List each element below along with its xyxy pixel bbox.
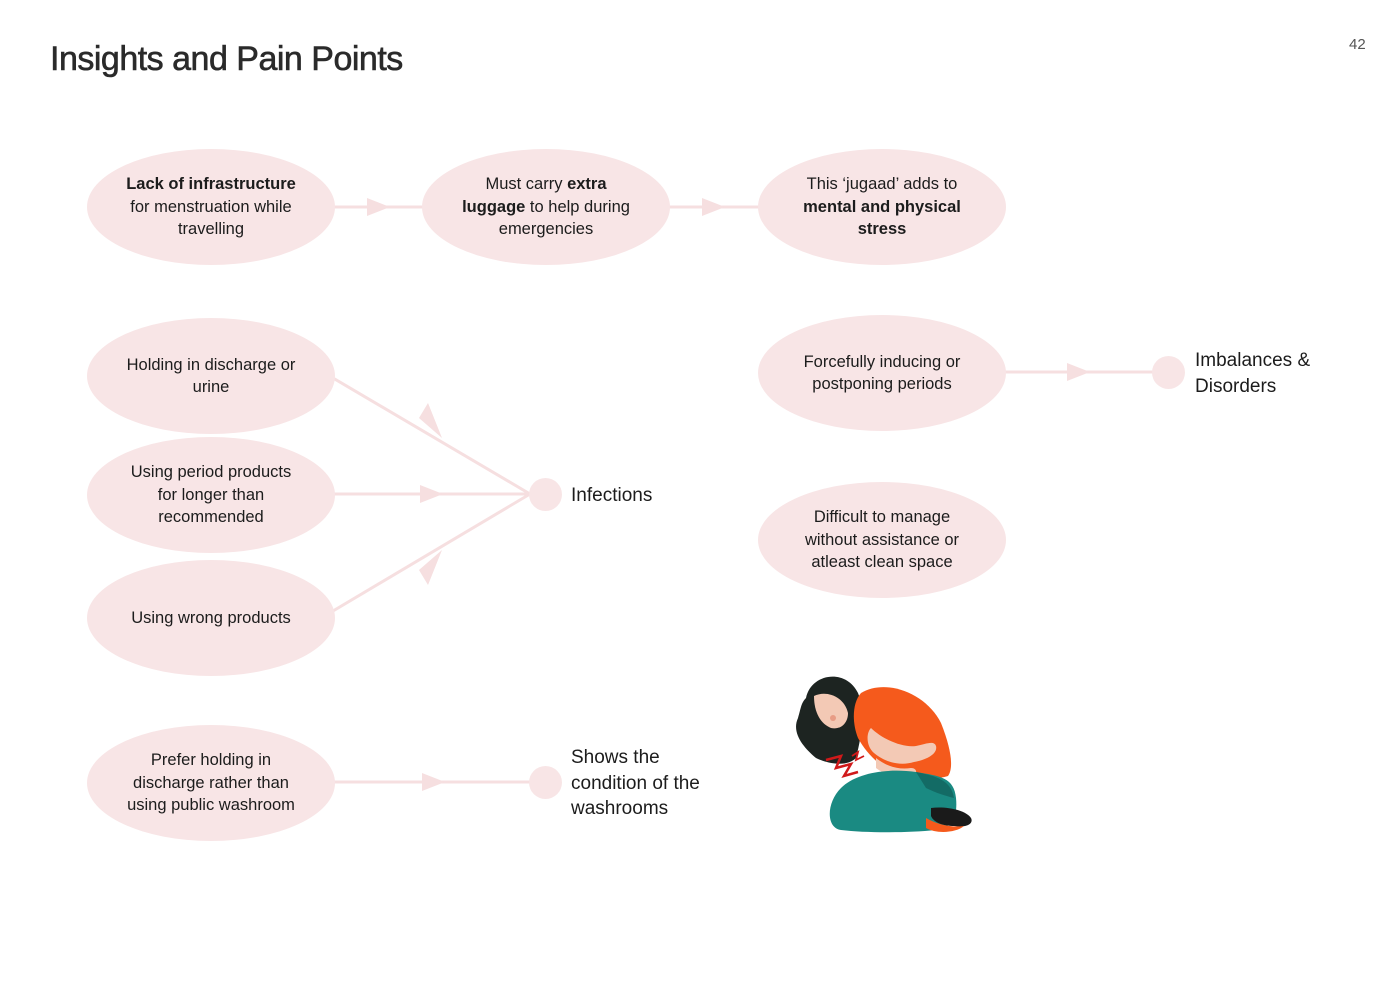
arrowhead-icon	[367, 198, 390, 216]
page-title: Insights and Pain Points	[50, 40, 404, 79]
cheek-shape	[830, 715, 836, 721]
bubble-period-products-longer: Using period products for longer than re…	[87, 437, 335, 553]
legs-shape	[829, 770, 957, 833]
arrowhead-icon	[419, 403, 442, 438]
connector-wrong-infections	[332, 492, 531, 613]
shoe-shape	[931, 807, 972, 827]
bubble-lack-of-infrastructure: Lack of infrastructure for menstruation …	[87, 149, 335, 265]
node-imbalances	[1152, 356, 1185, 389]
bubble-forcefully-inducing: Forcefully inducing or postponing period…	[758, 315, 1006, 431]
page-number: 42	[1349, 36, 1366, 53]
legs-shadow	[916, 772, 954, 798]
arrowhead-icon	[422, 773, 445, 791]
arm-shape	[867, 728, 937, 764]
arrowhead-icon	[419, 550, 442, 585]
bubble-difficult-to-manage: Difficult to manage without assistance o…	[758, 482, 1006, 598]
face-shape	[814, 693, 848, 729]
bubble-jugaad-stress: This ‘jugaad’ adds to mental and physica…	[758, 149, 1006, 265]
emphasis: Lack of infrastructure	[126, 175, 296, 194]
connector-holding-infections	[332, 376, 531, 496]
arrowhead-icon	[702, 198, 725, 216]
node-infections	[529, 478, 562, 511]
bubble-wrong-products: Using wrong products	[87, 560, 335, 676]
emphasis: mental and physical stress	[803, 197, 961, 239]
arrowhead-icon	[1067, 363, 1090, 381]
woman-in-pain-illustration	[796, 676, 972, 833]
bubble-extra-luggage: Must carry extra luggage to help during …	[422, 149, 670, 265]
pain-icon	[825, 754, 859, 779]
bubble-holding-in-discharge: Holding in discharge or urine	[87, 318, 335, 434]
arrowhead-icon	[420, 485, 443, 503]
shoe-sole	[926, 818, 964, 832]
outcome-washroom-condition: Shows the condition of the washrooms	[571, 747, 700, 819]
outcome-infections: Infections	[571, 485, 653, 506]
outcome-imbalances-disorders: Imbalances & Disorders	[1195, 350, 1311, 397]
emphasis: extra luggage	[462, 175, 607, 216]
node-washroom-condition	[529, 766, 562, 799]
pain-icon	[851, 749, 865, 762]
bubble-prefer-holding: Prefer holding in discharge rather than …	[87, 725, 335, 841]
